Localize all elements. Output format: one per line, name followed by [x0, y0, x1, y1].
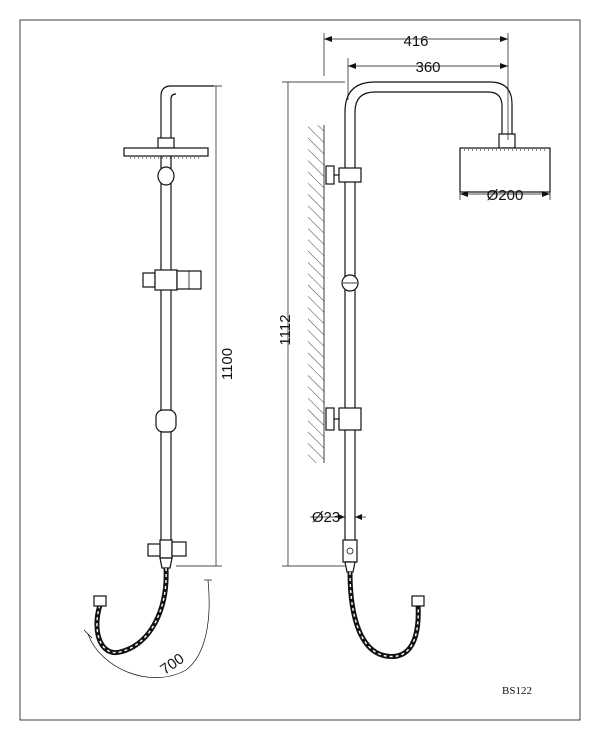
lower-wall-plate [325, 407, 335, 431]
pipe-diameter-label: Ø23 [312, 509, 340, 526]
hose-length-arc [87, 579, 210, 678]
arm-reach-label: 360 [415, 59, 440, 76]
head-connector [157, 137, 175, 149]
front-shower-head [123, 147, 209, 157]
hose-length-label: 700 [157, 650, 187, 678]
height-label-left: 1100 [219, 348, 236, 380]
drawing-frame [19, 19, 581, 721]
width-total-label: 416 [403, 33, 428, 50]
side-head-connector [498, 133, 516, 149]
lower-wall-clamp [338, 407, 362, 431]
model-code: BS122 [502, 685, 532, 697]
handset-slider [154, 269, 178, 291]
upper-bracket-knob [157, 166, 175, 186]
upper-wall-clamp [338, 167, 362, 183]
height-label-right: 1112 [277, 314, 294, 345]
head-diameter-label: Ø200 [487, 187, 524, 204]
front-view: 700 1100 [83, 85, 236, 678]
diverter-knob-left [147, 543, 161, 557]
side-shower-head [459, 147, 551, 193]
side-view: 416 360 Ø200 1112 Ø23 [277, 33, 551, 659]
front-gooseneck [160, 85, 214, 140]
upper-wall-plate [325, 165, 335, 185]
front-hose [94, 567, 169, 656]
side-hose [347, 571, 421, 659]
side-hose-end-nut [411, 595, 425, 607]
wall-hatch [308, 125, 324, 463]
side-diverter [342, 539, 358, 563]
diverter-knob-right [171, 541, 187, 557]
hose-end-nut [93, 595, 107, 607]
hose-outlet [159, 557, 173, 569]
lower-bracket [155, 409, 177, 433]
overhead-arm-outer [344, 81, 513, 136]
overhead-arm-inner [354, 91, 503, 136]
